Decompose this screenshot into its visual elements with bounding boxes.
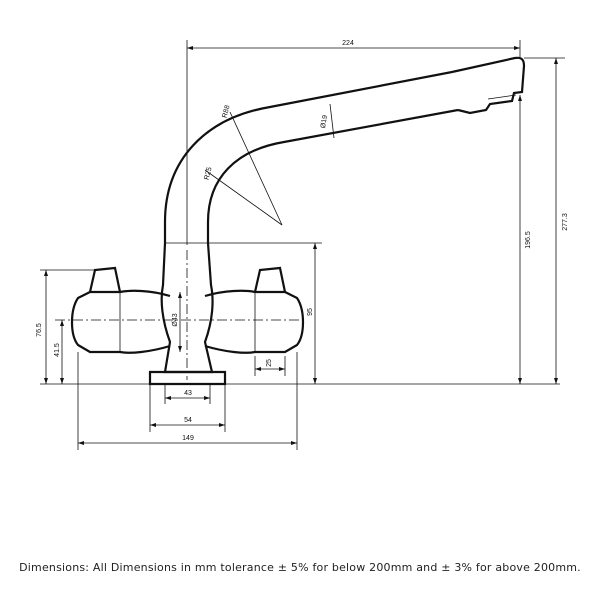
arrow — [279, 367, 285, 371]
arrow — [187, 46, 193, 50]
left-handle — [70, 289, 171, 354]
spout-outer-edge — [163, 70, 453, 243]
arrow — [313, 243, 317, 249]
arrow — [60, 378, 64, 384]
leader-spout-diameter — [329, 103, 335, 139]
dimension-labels: 224 277.3 196.5 R88 R25 Ø19 95 76.5 41.5… — [36, 40, 569, 442]
arrow — [255, 367, 261, 371]
arrow — [518, 378, 522, 384]
label-spout-radius-outer: R88 — [222, 104, 232, 118]
dimension-lines — [40, 40, 565, 450]
arrow — [554, 58, 558, 64]
arrow — [78, 441, 84, 445]
label-spout-radius-inner: R25 — [204, 166, 214, 180]
arrow — [554, 378, 558, 384]
arrow — [150, 423, 156, 427]
arrow — [514, 46, 520, 50]
label-handle-width: 25 — [266, 359, 273, 367]
arrow — [518, 95, 522, 101]
arrow — [204, 396, 210, 400]
arrow — [165, 396, 171, 400]
arrow — [178, 292, 182, 298]
arrowheads — [44, 46, 558, 445]
dimensions-caption: Dimensions: All Dimensions in mm toleran… — [19, 561, 581, 574]
right-handle-cap — [253, 266, 287, 293]
tap-outline — [70, 56, 526, 386]
base-plate — [148, 370, 227, 386]
label-handle-height: 76.5 — [36, 323, 43, 337]
arrow — [291, 441, 297, 445]
arrow — [60, 320, 64, 326]
label-spout-diameter: Ø19 — [320, 115, 329, 129]
leader-r25 — [204, 169, 283, 226]
label-total-height: 277.3 — [562, 213, 569, 231]
label-base-inner: 43 — [184, 390, 192, 397]
arrow — [313, 378, 317, 384]
label-body-height: 95 — [307, 308, 314, 316]
label-handle-center-height: 41.5 — [54, 343, 61, 357]
spout-nozzle — [451, 56, 526, 115]
arrow — [219, 423, 225, 427]
centre-lines — [55, 250, 305, 380]
label-handle-diameter: Ø43 — [172, 313, 179, 326]
nozzle-aerator-line — [487, 94, 517, 100]
label-overall-width: 149 — [182, 435, 194, 442]
right-handle — [204, 289, 305, 354]
left-handle-cap — [88, 266, 122, 293]
arrow — [44, 378, 48, 384]
label-spout-height: 196.5 — [525, 231, 532, 249]
spout-inner-edge — [206, 108, 459, 243]
arrow — [178, 346, 182, 352]
label-base-outer: 54 — [184, 417, 192, 424]
leader-r88 — [229, 111, 283, 226]
arrow — [44, 270, 48, 276]
label-overall-reach: 224 — [342, 40, 354, 47]
